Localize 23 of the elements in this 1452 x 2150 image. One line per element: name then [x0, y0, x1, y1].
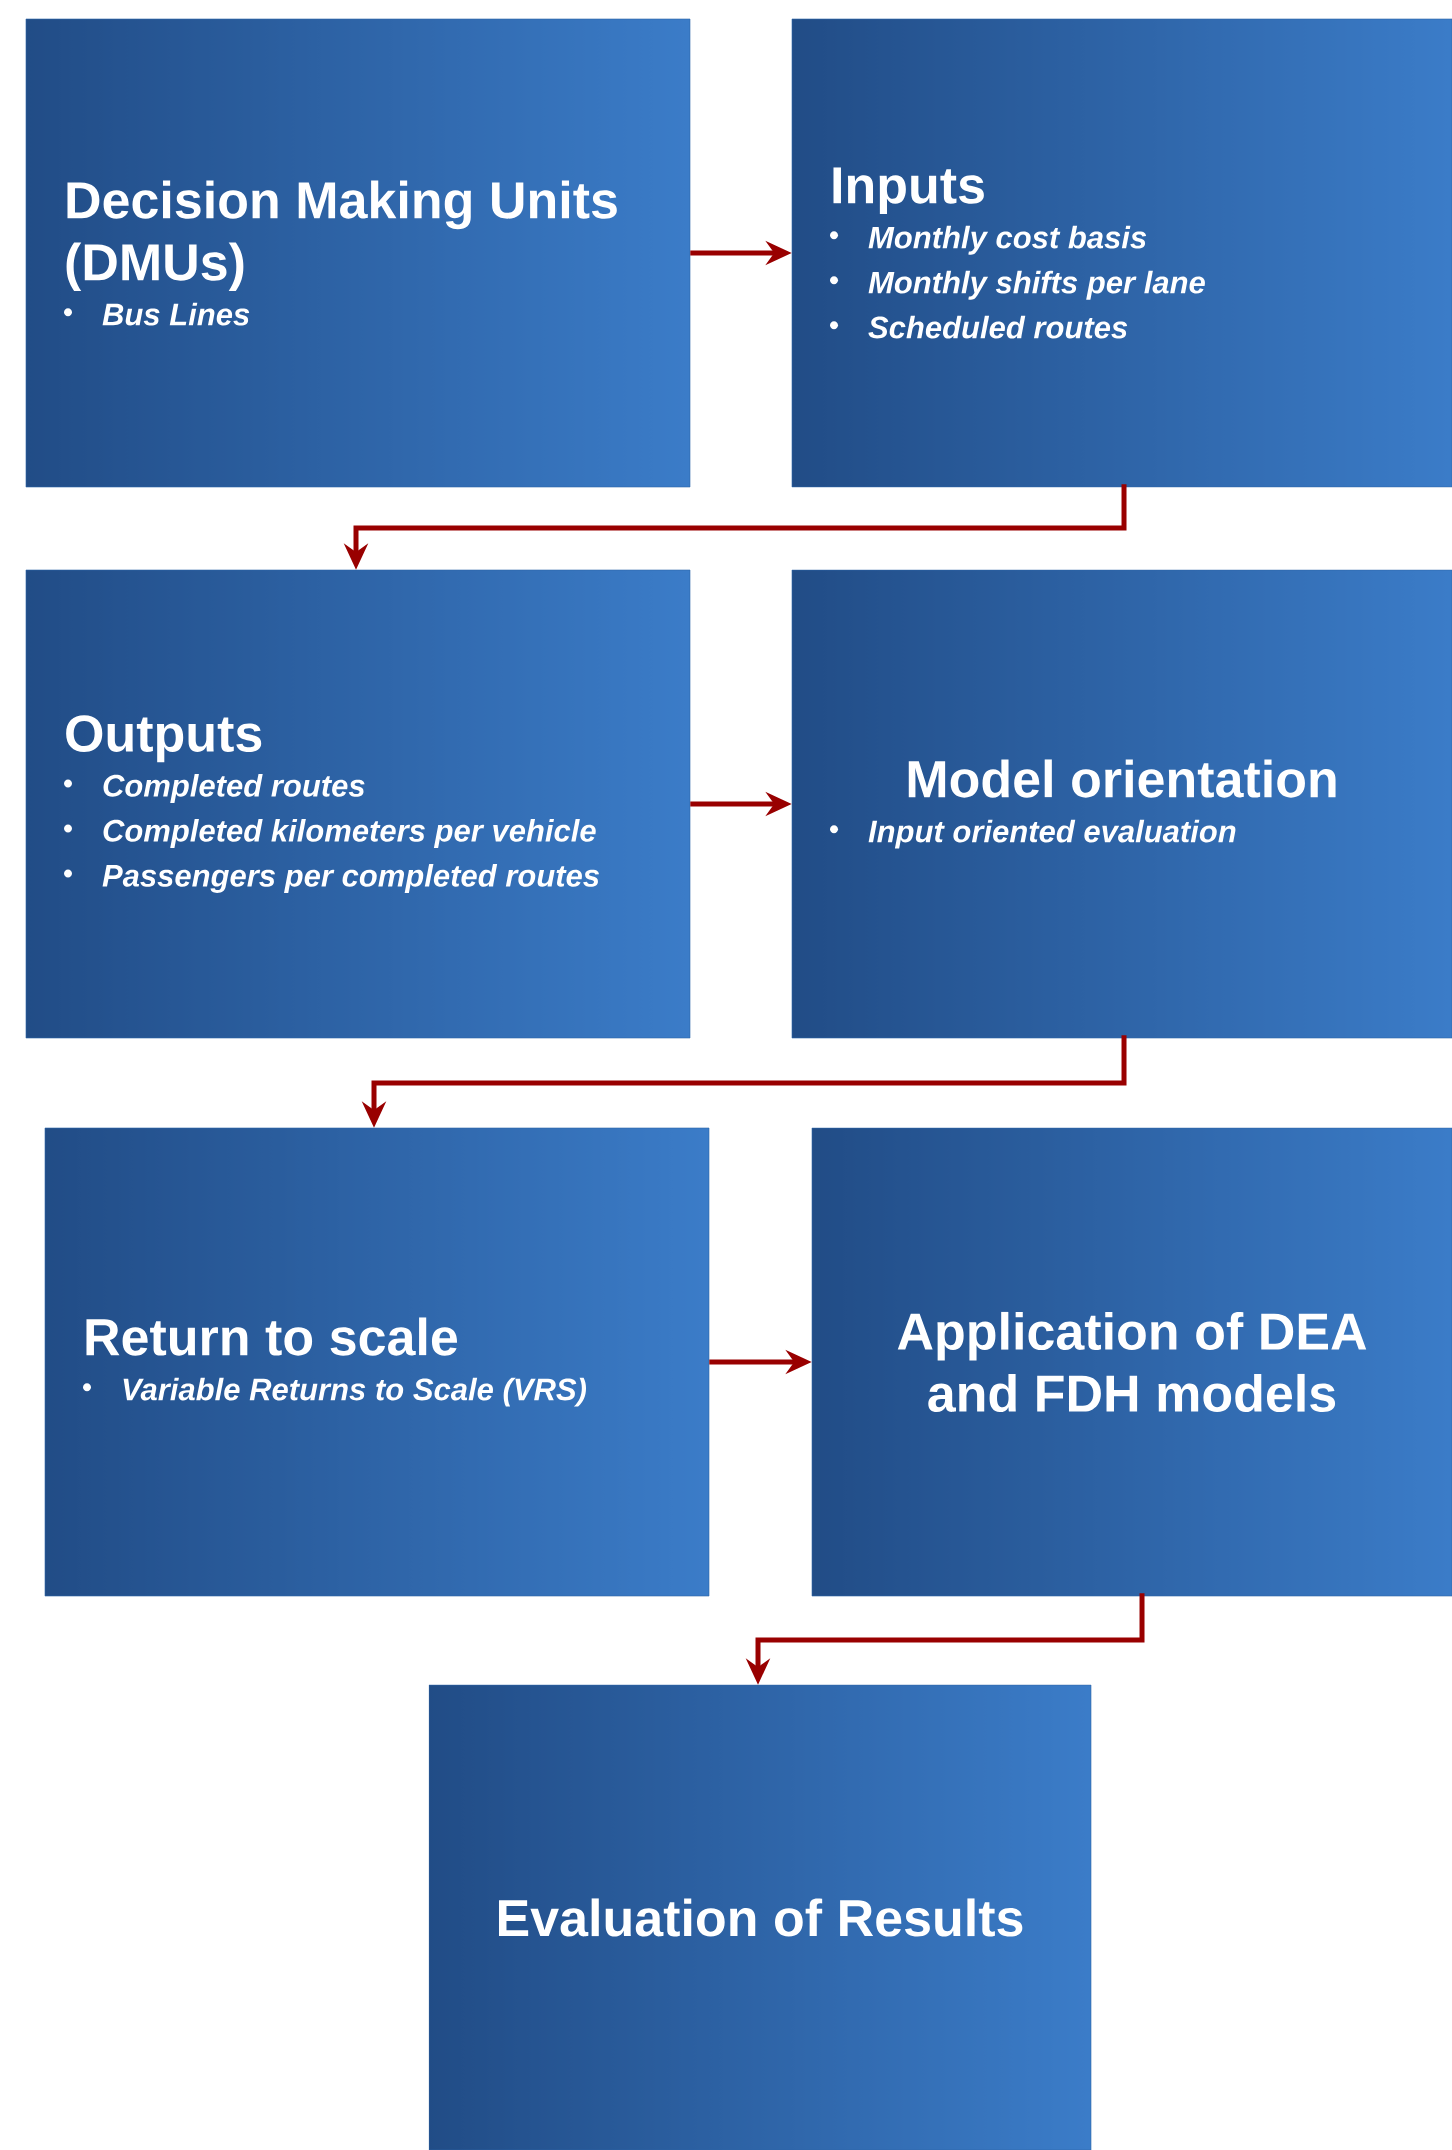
box-heading: Model orientation	[908, 759, 1336, 798]
bullet-item: Passengers per completed routes	[64, 863, 599, 893]
bullet-item: Monthly cost basis	[830, 225, 1147, 255]
process-box	[428, 1684, 1092, 2150]
process-box	[791, 18, 1452, 488]
process-box	[791, 569, 1452, 1039]
bullet-item: Completed kilometers per vehicle	[64, 818, 596, 848]
bullet-item: Input oriented evaluation	[830, 819, 1236, 849]
process-box	[811, 1127, 1452, 1597]
process-box	[25, 569, 691, 1039]
box-heading: Outputs	[66, 715, 262, 763]
bullet-item: Bus Lines	[64, 302, 250, 326]
box-heading: Application of DEA and FDH models	[897, 1311, 1367, 1413]
bullet-item: Monthly shifts per lane	[830, 270, 1205, 300]
box-heading: Inputs	[833, 167, 984, 215]
process-box	[25, 18, 691, 488]
box-heading: Evaluation of Results	[499, 1898, 1023, 1937]
box-heading: Decision Making Units (DMUs)	[66, 180, 617, 291]
bullet-item: Variable Returns to Scale (VRS)	[83, 1377, 586, 1407]
box-heading: Return to scale	[86, 1317, 458, 1356]
process-box	[44, 1127, 710, 1597]
bullet-item: Completed routes	[64, 773, 365, 803]
bullet-item: Scheduled routes	[830, 315, 1128, 339]
